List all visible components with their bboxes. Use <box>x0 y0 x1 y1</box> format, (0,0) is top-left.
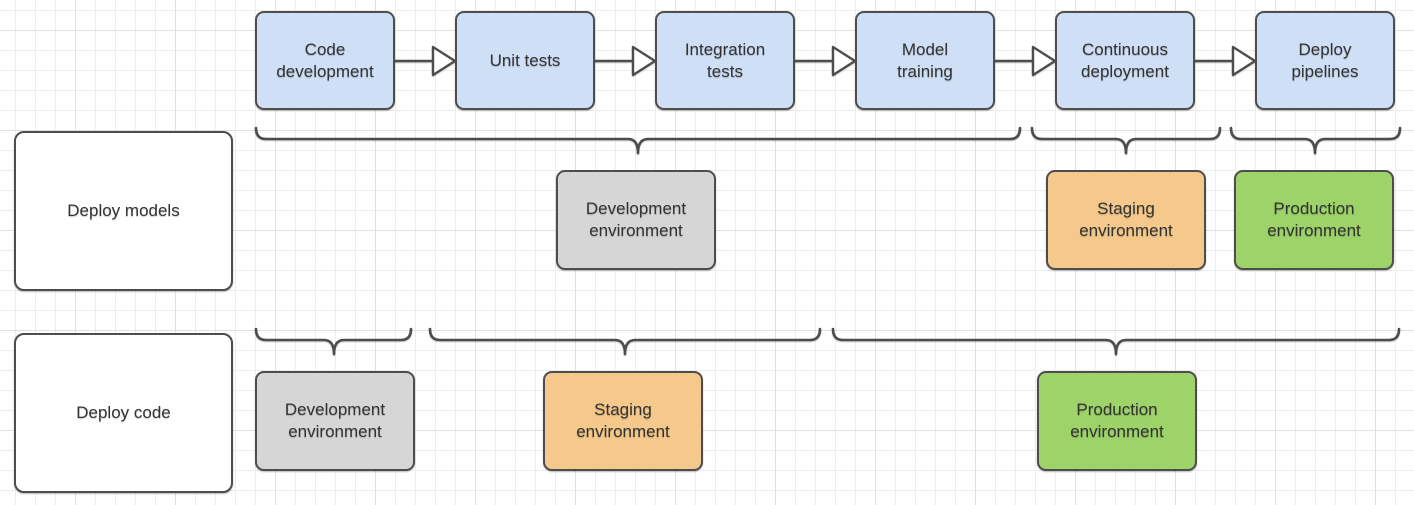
step-label: Code development <box>276 39 374 81</box>
step-label: Deploy pipelines <box>1291 39 1359 81</box>
arrowhead-icon <box>631 45 657 77</box>
brace-models-development <box>254 126 1022 155</box>
env-code-development[interactable]: Development environment <box>255 371 415 471</box>
brace-models-staging <box>1030 126 1222 155</box>
step-unit-tests[interactable]: Unit tests <box>455 11 595 110</box>
row-label-text: Deploy code <box>76 403 171 423</box>
flow-arrow <box>1193 45 1257 77</box>
step-code-development[interactable]: Code development <box>255 11 395 110</box>
brace-models-production <box>1229 126 1402 155</box>
arrowhead-icon <box>431 45 457 77</box>
row-label-deploy-code[interactable]: Deploy code <box>14 333 233 493</box>
step-label: Unit tests <box>489 50 561 70</box>
step-integration-tests[interactable]: Integration tests <box>655 11 795 110</box>
brace-code-production <box>831 327 1401 356</box>
env-label: Production environment <box>1070 400 1164 441</box>
flow-arrow <box>393 45 457 77</box>
arrowhead-icon <box>1231 45 1257 77</box>
env-label: Staging environment <box>576 400 670 441</box>
flow-arrow <box>593 45 657 77</box>
env-code-production[interactable]: Production environment <box>1037 371 1197 471</box>
step-continuous-deployment[interactable]: Continuous deployment <box>1055 11 1195 110</box>
env-models-development[interactable]: Development environment <box>556 170 716 270</box>
flow-arrow <box>993 45 1057 77</box>
env-label: Development environment <box>284 400 386 441</box>
step-deploy-pipelines[interactable]: Deploy pipelines <box>1255 11 1395 110</box>
env-code-staging[interactable]: Staging environment <box>543 371 703 471</box>
env-models-production[interactable]: Production environment <box>1234 170 1394 270</box>
env-label: Production environment <box>1267 199 1361 240</box>
env-label: Development environment <box>585 199 687 240</box>
step-label: Integration tests <box>684 39 766 81</box>
arrowhead-icon <box>831 45 857 77</box>
row-label-deploy-models[interactable]: Deploy models <box>14 131 233 291</box>
brace-code-development <box>254 327 413 356</box>
env-models-staging[interactable]: Staging environment <box>1046 170 1206 270</box>
row-label-text: Deploy models <box>67 201 180 221</box>
flow-arrow <box>793 45 857 77</box>
brace-code-staging <box>428 327 822 356</box>
step-model-training[interactable]: Model training <box>855 11 995 110</box>
step-label: Continuous deployment <box>1081 39 1169 81</box>
env-label: Staging environment <box>1079 199 1173 240</box>
arrowhead-icon <box>1031 45 1057 77</box>
step-label: Model training <box>897 39 953 81</box>
